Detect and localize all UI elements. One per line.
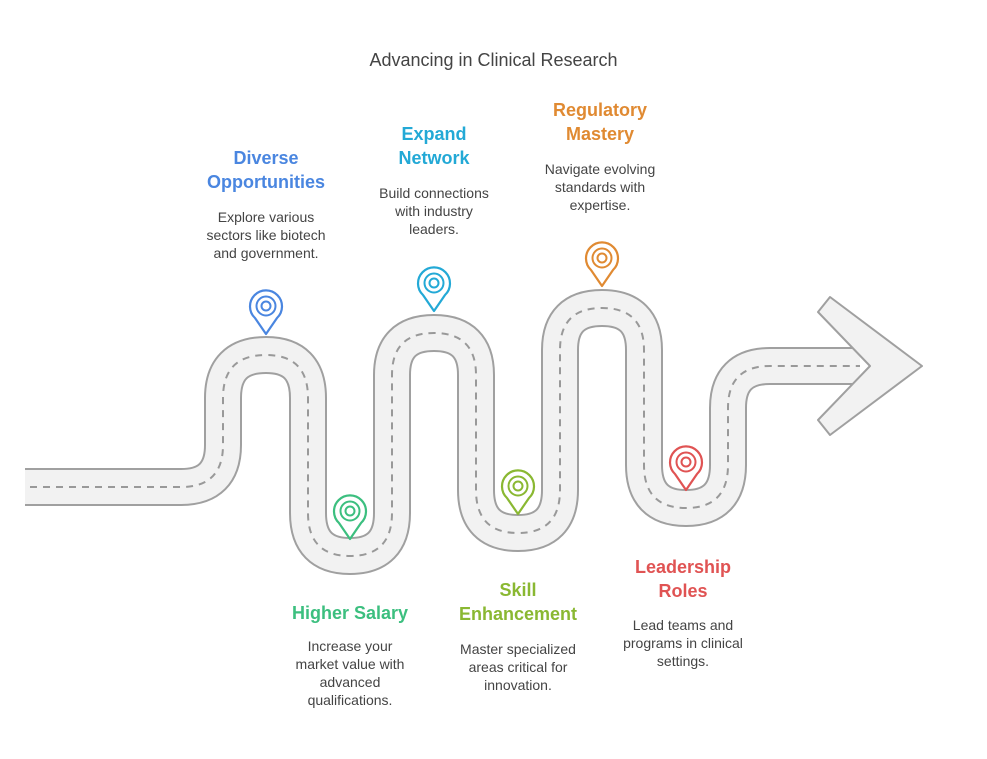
label-higher-salary: Higher Salary (291, 603, 409, 623)
road-center-dash (30, 306, 860, 558)
diagram-title: Advancing in Clinical Research (369, 50, 618, 70)
arrow-head (817, 296, 923, 436)
location-pin-icon (416, 266, 452, 313)
desc-leadership-roles: Lead teams and programs in clinical sett… (623, 617, 743, 669)
desc-regulatory-mastery: Navigate evolving standards with experti… (544, 161, 656, 213)
location-pin-icon (584, 241, 620, 288)
label-skill-enhancement: Skill Enhancement (458, 580, 578, 624)
label-leadership-roles: Leadership Roles (634, 557, 732, 601)
label-diverse-opportunities: Diverse Opportunities (207, 148, 325, 192)
location-pin-icon (500, 469, 536, 516)
location-pin-icon (248, 289, 284, 336)
road-surface (25, 291, 860, 573)
label-regulatory-mastery: Regulatory Mastery (552, 100, 648, 144)
desc-diverse-opportunities: Explore various sectors like biotech and… (206, 209, 326, 261)
desc-skill-enhancement: Master specialized areas critical for in… (460, 641, 576, 693)
location-pin-icon (668, 445, 704, 492)
desc-higher-salary: Increase your market value with advanced… (295, 638, 405, 708)
label-expand-network: Expand Network (398, 124, 470, 168)
location-pin-icon (332, 494, 368, 541)
desc-expand-network: Build connections with industry leaders. (379, 185, 489, 237)
